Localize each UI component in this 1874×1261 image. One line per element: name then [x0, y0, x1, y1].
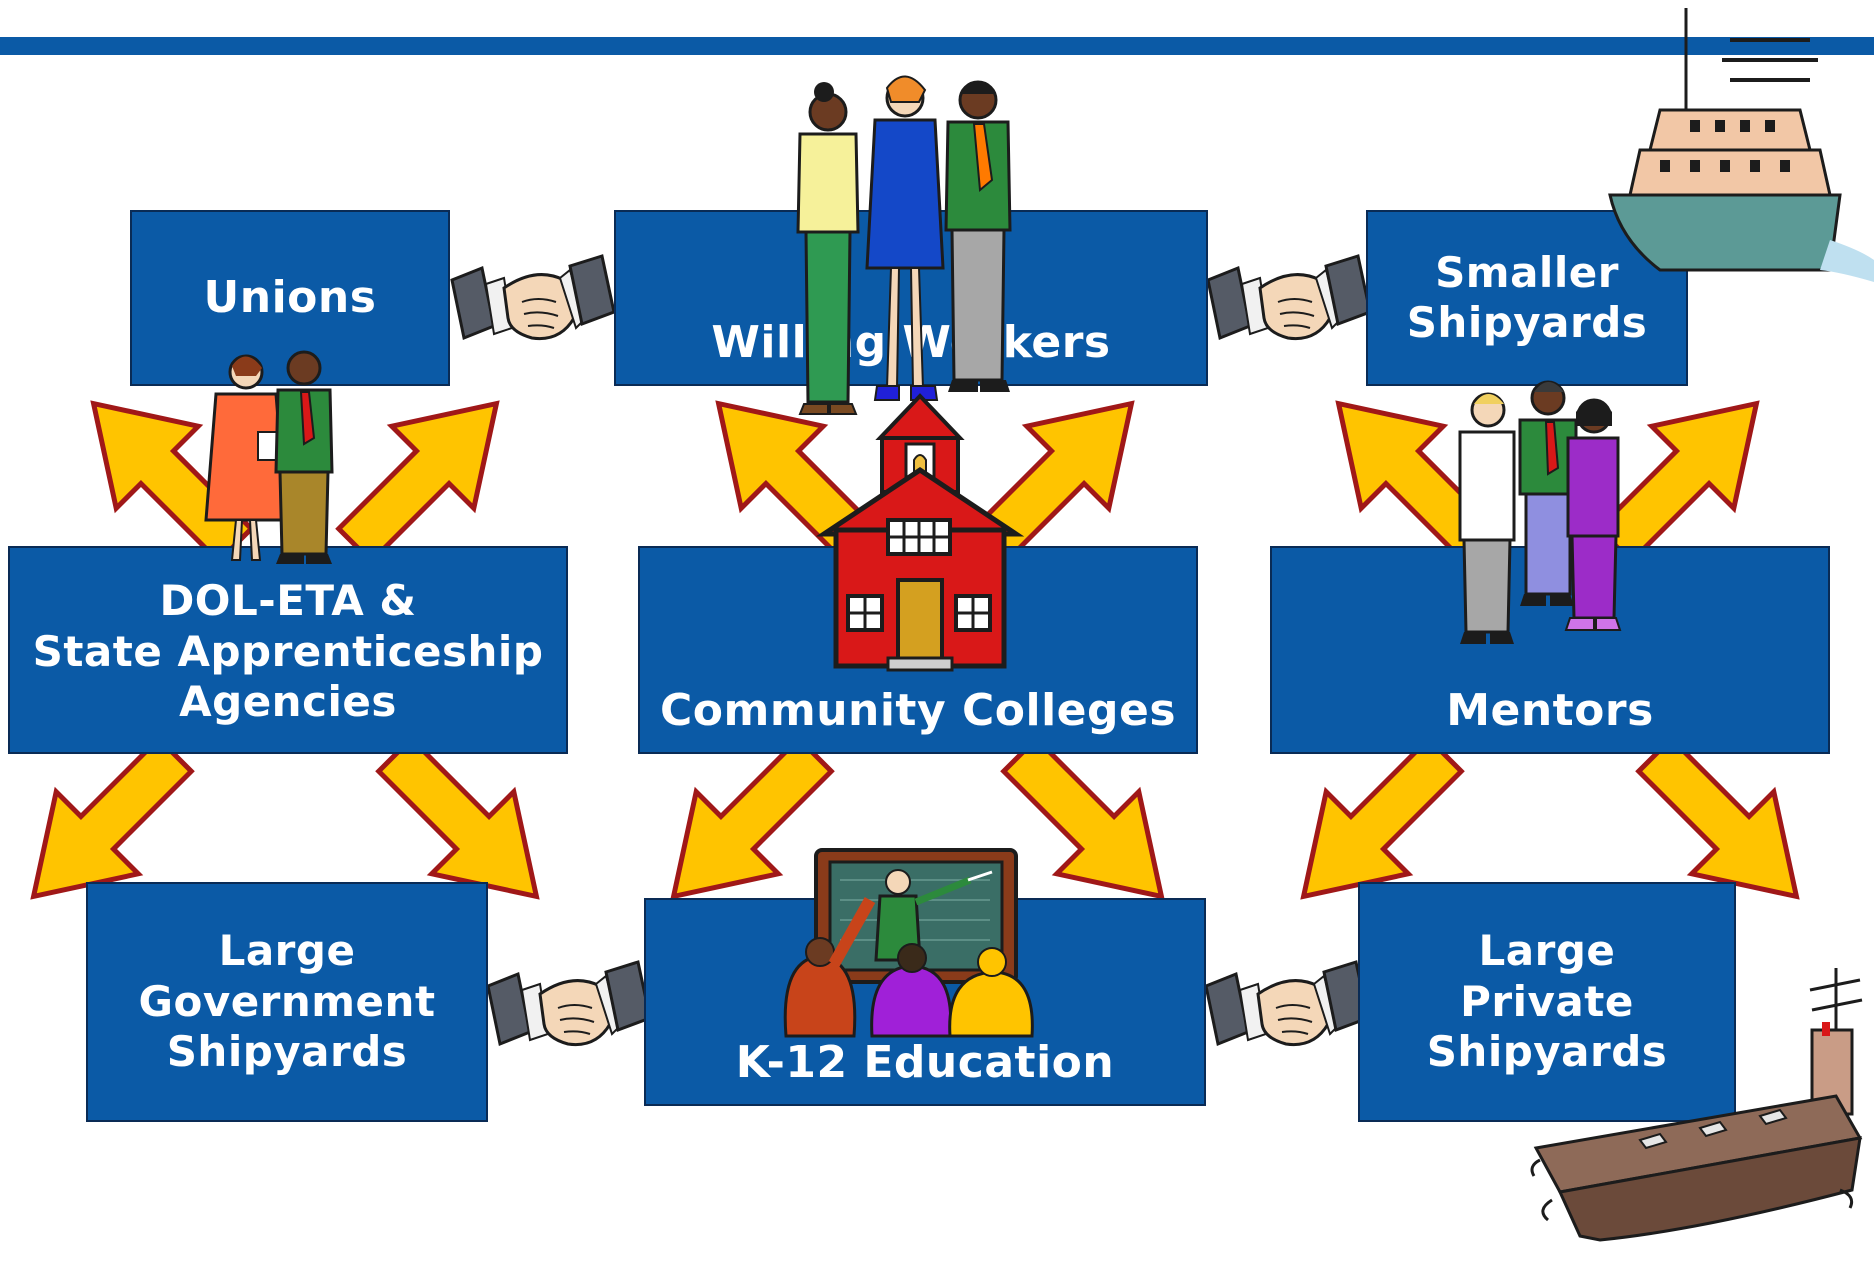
dol-eta-label: DOL-ETA & State Apprenticeship Agencies — [32, 576, 544, 727]
top-accent-bar — [0, 37, 1874, 55]
k12-education-box: K-12 Education — [644, 898, 1206, 1106]
willing-workers-box: Willing Workers — [614, 210, 1208, 386]
community-colleges-label: Community Colleges — [659, 685, 1177, 737]
large-private-shipyards-box: Large Private Shipyards — [1358, 882, 1736, 1122]
community-colleges-box: Community Colleges — [638, 546, 1198, 754]
mentors-box: Mentors — [1270, 546, 1830, 754]
k12-education-label: K-12 Education — [735, 1037, 1115, 1089]
smaller-shipyards-label: Smaller Shipyards — [1406, 247, 1648, 347]
large-private-shipyards-label: Large Private Shipyards — [1426, 926, 1668, 1077]
mentors-label: Mentors — [1446, 685, 1654, 737]
smaller-shipyards-box: Smaller Shipyards — [1366, 210, 1688, 386]
unions-label: Unions — [203, 271, 377, 323]
large-government-shipyards-label: Large Government Shipyards — [138, 926, 436, 1077]
dol-eta-box: DOL-ETA & State Apprenticeship Agencies — [8, 546, 568, 754]
unions-box: Unions — [130, 210, 450, 386]
large-government-shipyards-box: Large Government Shipyards — [86, 882, 488, 1122]
willing-workers-label: Willing Workers — [711, 317, 1111, 369]
